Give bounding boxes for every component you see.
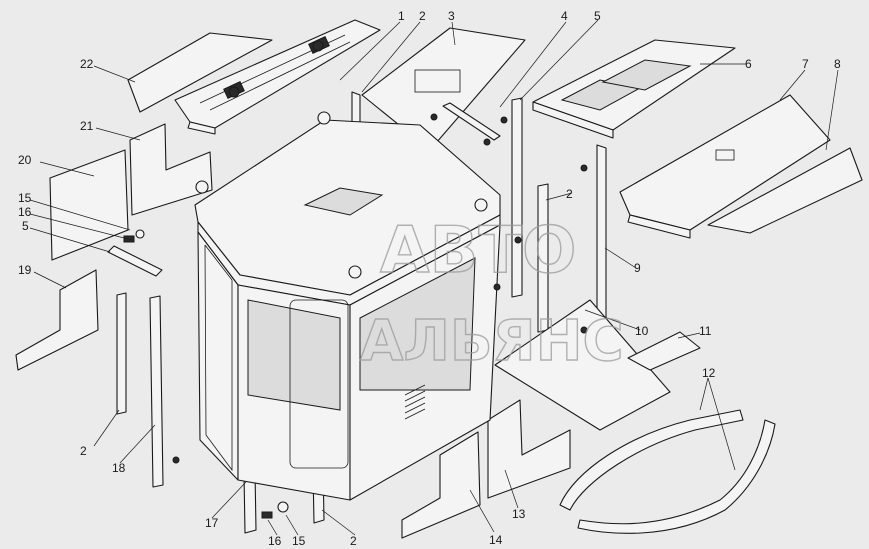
callout-8: 8 [834,57,841,71]
callout-2-right: 2 [566,187,573,201]
part-11-film [627,331,701,371]
callout-2: 2 [419,9,426,23]
part-19-panel [15,269,99,371]
part-22-film [127,32,273,113]
callout-9: 9 [634,261,641,275]
callout-labels: 1 2 3 4 5 6 7 8 9 10 11 12 13 14 15 16 5… [18,9,841,548]
callout-1: 1 [398,9,405,23]
part-21-panel [129,123,213,216]
callout-7: 7 [802,57,809,71]
callout-13: 13 [512,507,526,521]
roof-console [174,19,381,135]
callout-2-bottom: 2 [350,534,357,548]
callout-16-top: 16 [18,205,32,219]
callout-2-left: 2 [80,444,87,458]
callout-4: 4 [561,9,568,23]
callout-12: 12 [702,366,716,380]
part-4-strip [442,102,501,141]
part-13-panel [487,399,571,499]
part-2-film-left [116,292,127,415]
callout-3: 3 [448,9,455,23]
fasteners [123,113,588,519]
callout-15-top: 15 [18,191,32,205]
part-10-mat [494,299,671,431]
part-5-strip-left [107,245,163,277]
part-20-panel [49,149,129,261]
callout-18: 18 [112,461,126,475]
watermark: АВТО АЛЬЯНС [359,213,624,374]
callout-14: 14 [489,533,503,547]
callout-21: 21 [80,119,94,133]
part-5-strip-right [511,97,523,298]
part-14-panel [401,431,481,539]
part-6-sunshade-frame [532,39,736,139]
callout-22: 22 [80,57,94,71]
callout-5: 5 [594,9,601,23]
callout-19: 19 [18,263,32,277]
callout-6: 6 [745,57,752,71]
part-7-console [619,94,831,239]
part-8-film [707,147,863,234]
leader-lines [29,19,839,536]
watermark-line-1: АВТО [380,214,576,288]
callout-10: 10 [635,324,649,338]
part-12-handrail [559,409,776,534]
callout-20: 20 [18,153,32,167]
callout-16-bottom: 16 [268,534,282,548]
callout-17: 17 [205,516,219,530]
callout-5-left: 5 [22,219,29,233]
cab-body [194,111,501,501]
watermark-line-2: АЛЬЯНС [360,309,624,374]
part-18-rail [149,295,164,488]
callout-15-bottom: 15 [292,534,306,548]
callout-11: 11 [699,324,712,338]
